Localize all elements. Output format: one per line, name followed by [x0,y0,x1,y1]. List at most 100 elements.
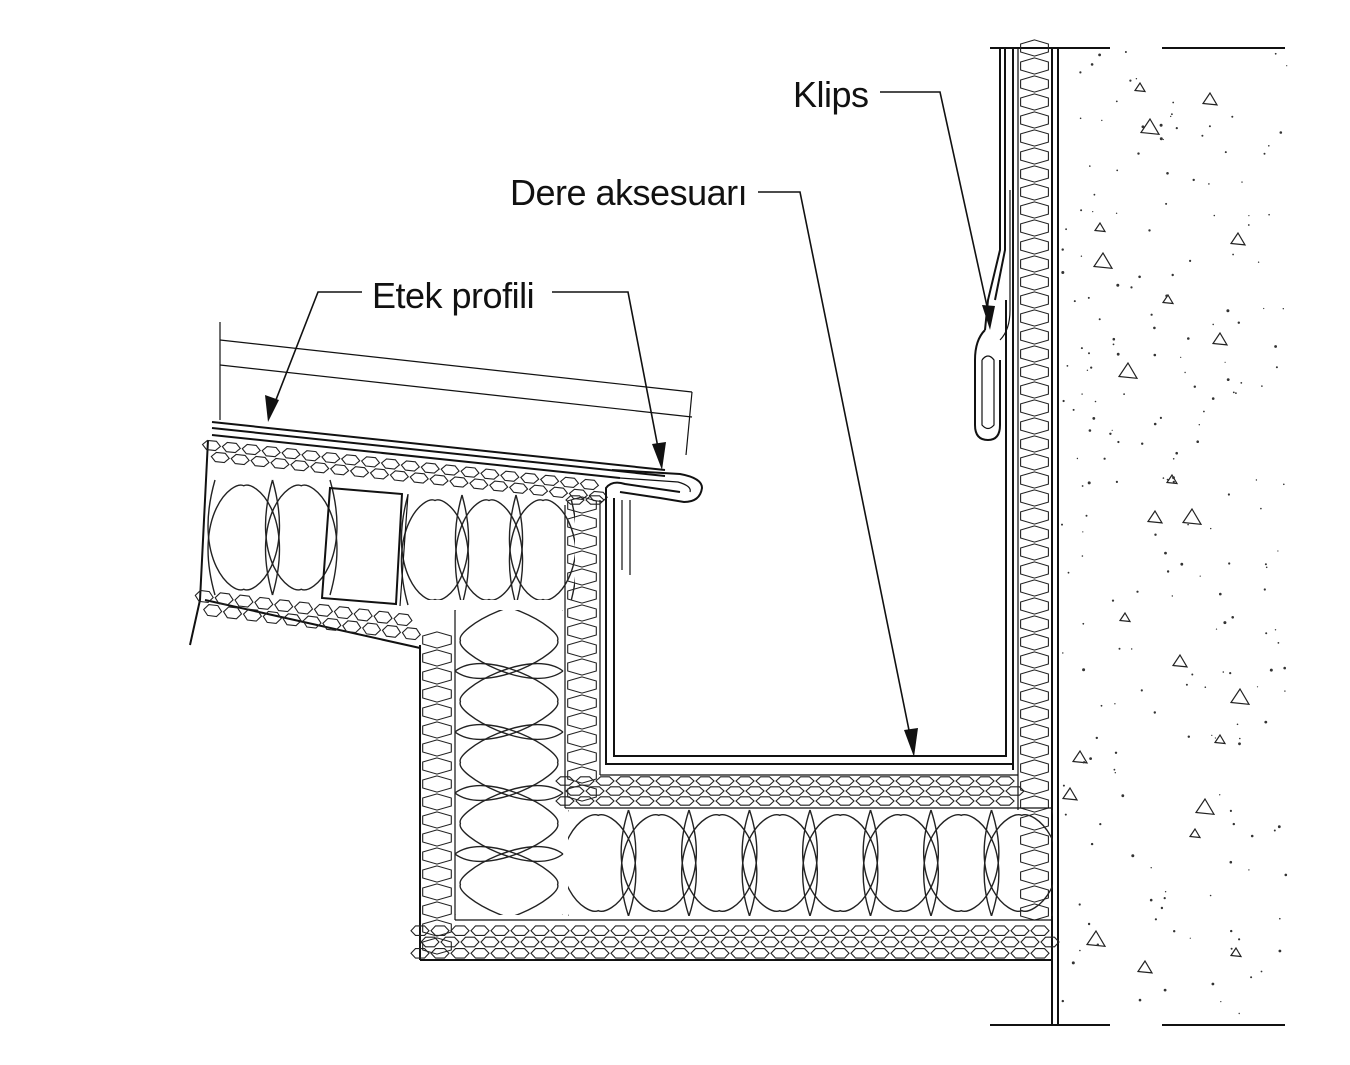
foam-cell [422,739,452,757]
foam-cell [550,948,570,959]
concrete-speck [1073,300,1076,303]
foam-cell [785,786,805,796]
foam-cell [750,948,770,959]
concrete-speck [1088,429,1092,432]
foam-cell [508,482,529,494]
concrete-speck [1255,479,1258,481]
concrete-speck [1219,592,1222,596]
wool-loop [459,663,564,740]
foam-cell [570,925,590,936]
concrete-speck [1199,575,1201,577]
foam-cell [625,786,645,796]
concrete-speck [1154,533,1157,536]
foam-cell [360,456,381,468]
concrete-speck [1124,51,1127,53]
concrete-speck [1241,181,1243,183]
concrete-speck [1061,248,1064,251]
foam-cell [490,948,510,959]
foam-cell [422,829,452,847]
concrete-speck [1153,711,1157,714]
foam-cell [985,786,1005,796]
concrete-speck [1189,259,1192,262]
concrete-speck [1211,397,1215,400]
concrete-speck [1226,309,1230,313]
foam-cell [860,936,880,948]
concrete-speck [1085,514,1088,517]
concrete-speck [1131,648,1133,650]
foam-cell [1020,201,1049,219]
wool-loop [455,663,559,740]
concrete-speck [1238,742,1241,746]
concrete-speck [1079,949,1081,952]
clip-arrowhead [982,305,995,330]
concrete-speck [1231,115,1234,118]
wool-loop [922,814,1000,916]
foam-cell [333,606,354,620]
concrete-speck [1172,476,1175,480]
concrete-speck [1086,369,1089,371]
aggregate [1213,733,1227,745]
concrete-speck [1226,378,1230,381]
foam-cell [650,948,670,959]
foam-cell [500,470,520,482]
foam-cell [680,936,700,948]
wool-loop [454,494,524,601]
clip-part [974,48,1011,442]
concrete-speck [1279,917,1281,920]
foam-cell [670,948,690,959]
foam-cell [695,796,715,806]
foam-cell [935,796,955,806]
foam-cell [293,601,314,615]
concrete-speck [1274,52,1277,55]
wool-loop [459,785,564,862]
concrete-speck [1092,211,1094,213]
foam-cell [605,786,625,796]
foam-cell [567,766,597,784]
concrete-speck [1248,215,1250,217]
foam-cell [422,685,452,703]
foam-cell [201,439,222,452]
foam-cell [254,596,274,610]
foam-cell [422,919,452,937]
concrete-speck [1263,152,1266,155]
foam-cell [400,460,421,472]
foam-cell [855,776,875,786]
concrete-speck [1096,943,1100,946]
concrete-speck [1109,432,1112,435]
foam-cell [1020,237,1049,255]
foam-cell [635,796,655,806]
foam-cell [1020,507,1049,525]
concrete-speck [1062,784,1065,787]
foam-cell [795,796,815,806]
foam-cell [568,488,589,500]
concrete-speck [1088,352,1090,355]
foam-cell [910,925,930,936]
wool-loop [801,809,879,912]
concrete-speck [1164,891,1167,893]
foam-cell [800,936,820,948]
foam-cell [1020,525,1049,543]
foam-cell [1020,219,1049,237]
aggregate [1161,293,1175,305]
foam-cell [1020,39,1049,57]
foam-cell [775,776,795,786]
concrete-speck [1274,345,1277,348]
foam-cell [1000,936,1020,948]
wool-loop [983,814,1053,916]
foam-cell [675,796,695,806]
concrete-speck [1095,736,1099,740]
foam-cell [745,786,765,796]
wool-loop [455,724,559,801]
wool-loop [862,809,940,912]
concrete-speck [1274,629,1277,631]
foam-cell [410,925,430,936]
concrete-speck [1159,123,1163,127]
concrete-speck [1203,410,1205,413]
aggregate [1194,797,1216,816]
concrete-speck [1213,214,1216,217]
foam-cell [895,776,915,786]
foam-cell [1020,165,1049,183]
concrete-speck [1277,642,1280,644]
foam-cell [890,925,910,936]
foam-cell [528,484,549,496]
